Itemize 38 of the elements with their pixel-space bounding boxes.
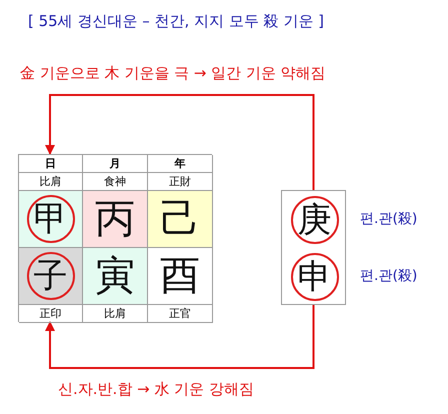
circled-character: 甲 xyxy=(26,195,74,243)
side-label: 편.관(殺) xyxy=(360,267,418,285)
table-cell xyxy=(148,248,213,305)
edge-label: 신.자.반.합 → 水 기운 강해짐 xyxy=(58,380,254,399)
circled-character: 申 xyxy=(290,253,338,301)
luck-pillar-box xyxy=(281,190,346,305)
table-cell xyxy=(19,191,83,248)
table-cell xyxy=(148,155,213,173)
table-cell xyxy=(83,155,148,173)
table-text: 年 xyxy=(174,156,186,171)
character: 寅 xyxy=(95,256,135,296)
table-text: 比肩 xyxy=(40,174,62,189)
character: 酉 xyxy=(160,256,200,296)
arrow xyxy=(45,305,314,369)
table-text: 正官 xyxy=(169,306,191,321)
table-text: 正財 xyxy=(169,174,191,189)
table-text: 食神 xyxy=(104,174,126,189)
table-cell xyxy=(83,305,148,323)
circled-character: 子 xyxy=(26,252,74,300)
arrow xyxy=(45,94,314,190)
edge-label: 金 기운으로 木 기운을 극 → 일간 기운 약해짐 xyxy=(20,64,326,83)
table-text: 正印 xyxy=(40,306,62,321)
table-text: 月 xyxy=(110,156,120,171)
table-cell xyxy=(148,305,213,323)
table-cell xyxy=(83,191,148,248)
table-cell xyxy=(83,248,148,305)
table-text: 日 xyxy=(45,156,56,171)
table-cell xyxy=(19,248,83,305)
table-text: 比肩 xyxy=(104,306,126,321)
pillar-table xyxy=(18,154,212,322)
table-cell xyxy=(148,191,213,248)
character: 丙 xyxy=(95,199,135,239)
character: 己 xyxy=(160,199,200,239)
title: [ 55세 경신대운 – 천간, 지지 모두 殺 기운 ] xyxy=(28,12,324,31)
table-cell xyxy=(19,305,83,323)
table-cell xyxy=(19,155,83,173)
circled-character: 庚 xyxy=(290,196,338,244)
side-label: 편.관(殺) xyxy=(360,210,418,228)
